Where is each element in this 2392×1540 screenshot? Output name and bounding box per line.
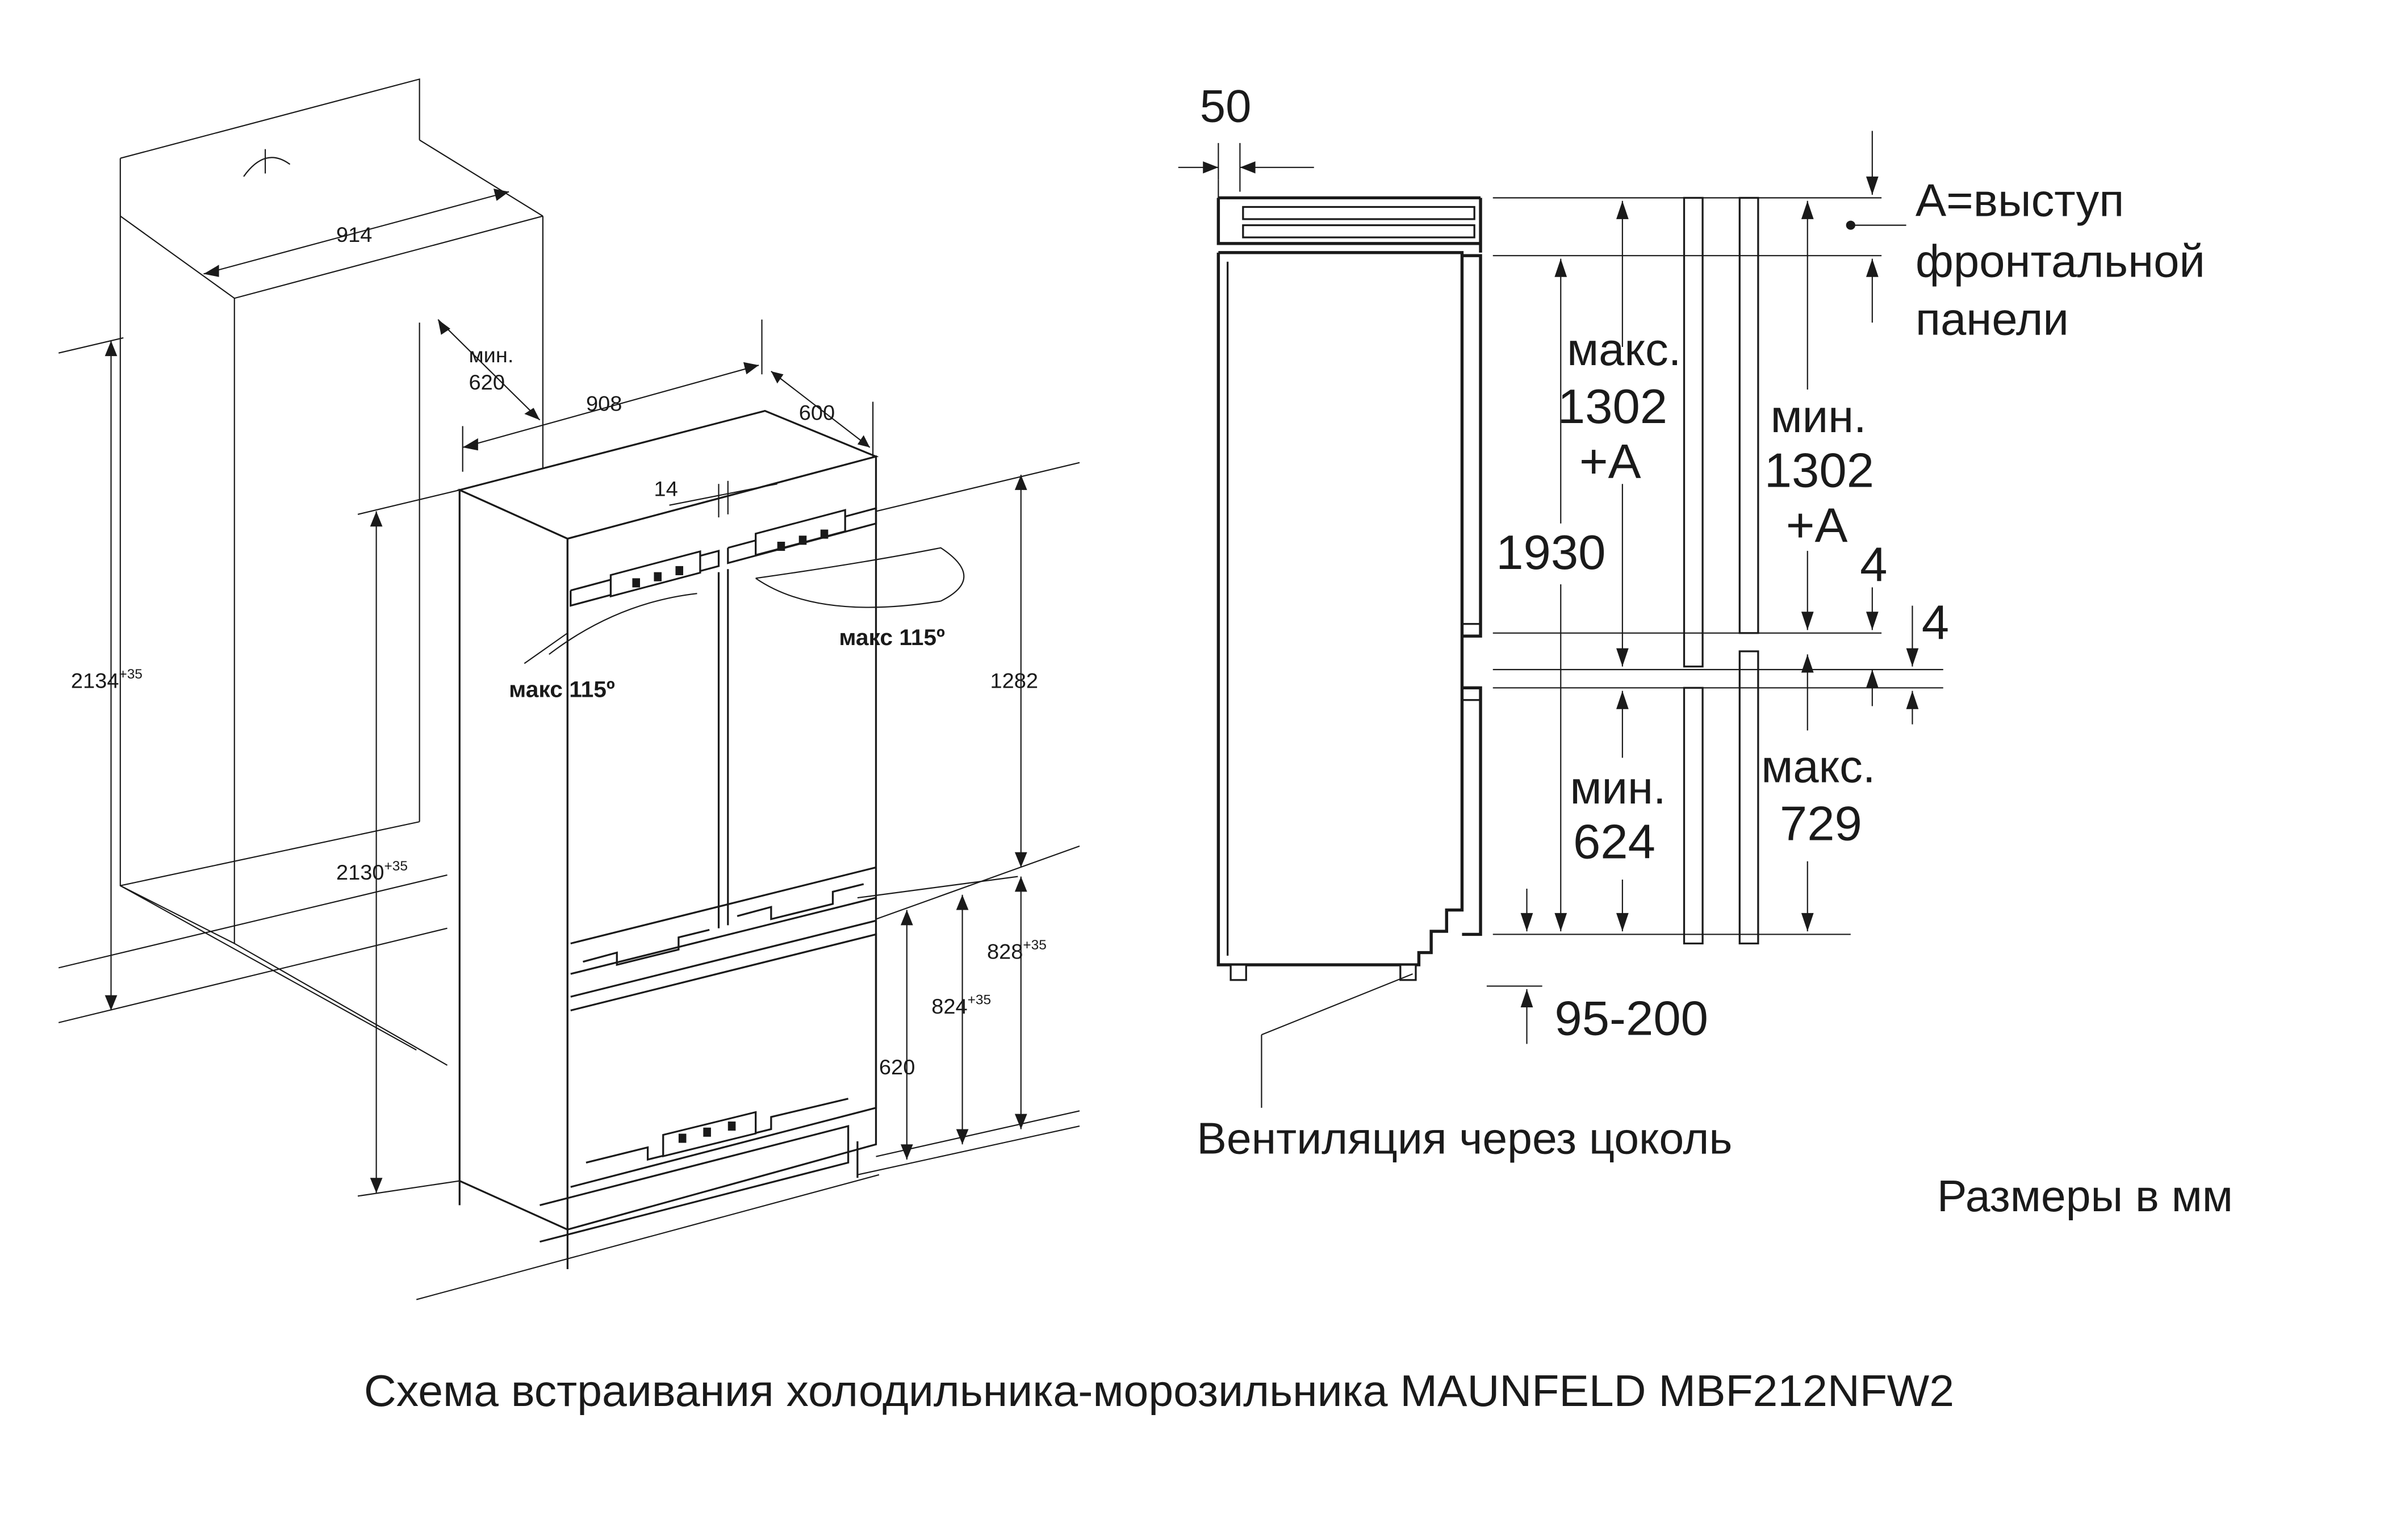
unit-height-label: 2130+35 [336,859,408,885]
max-lower-label-1: макс. [1761,742,1875,792]
bottom-height-a-label: 828+35 [987,938,1047,964]
max-upper-label-2: 1302 [1558,380,1667,434]
niche-height-label: 2134+35 [71,667,143,693]
drawer-height-label: 620 [879,1056,915,1079]
units-label: Размеры в мм [1937,1171,2233,1221]
bottom-height-b-label: 824+35 [931,993,991,1019]
side-dimension-arrows [1178,131,1919,1108]
front-panels [1683,196,1759,945]
min-depth-label-1: мин. [469,344,514,367]
diagram-caption: Схема встраивания холодильника-морозильн… [364,1366,1954,1416]
gap-b-label: 4 [1922,596,1949,650]
door-angle-left-label: макс 115º [509,676,615,702]
fridge-side [1216,251,1482,981]
unit-depth-label: 600 [799,401,835,425]
iso-dimension-lines [58,189,1080,1300]
min-lower-label-1: мин. [1570,763,1666,813]
min-depth-label-2: 620 [469,371,505,395]
niche-width-label: 914 [336,223,372,247]
protrusion-label-2: фронтальной [1916,236,2205,287]
ventilation-label: Вентиляция через цоколь [1197,1114,1732,1163]
unit-width-label: 908 [586,392,622,416]
gap-label: 14 [654,478,678,501]
niche-outline [58,78,544,1066]
max-upper-label-3: +A [1579,434,1641,488]
top-door-height-label: 1282 [990,669,1038,693]
door-angle-right-label: макс 115º [839,624,945,650]
min-upper-label-3: +A [1786,499,1848,553]
min-lower-label-2: 624 [1573,815,1655,869]
gap-a-label: 4 [1860,538,1887,592]
protrusion-label-3: панели [1916,294,2069,345]
plinth-label: 95-200 [1554,991,1708,1045]
cabinet-top [1216,196,1482,253]
total-height-label: 1930 [1496,526,1605,580]
protrusion-label-1: A=выступ [1916,175,2125,226]
max-upper-label-1: макс. [1567,325,1681,375]
isometric-view: 914 мин. 620 908 600 14 2134+35 2130+35 … [58,78,1080,1300]
min-upper-label-2: 1302 [1764,443,1874,497]
side-section-view: 50 A=выступ фронтальной панели макс. 130… [1178,81,2233,1221]
top-offset-label: 50 [1200,81,1252,132]
fridge-body [457,409,965,1269]
max-lower-label-2: 729 [1780,797,1862,851]
min-upper-label-1: мин. [1771,392,1867,442]
